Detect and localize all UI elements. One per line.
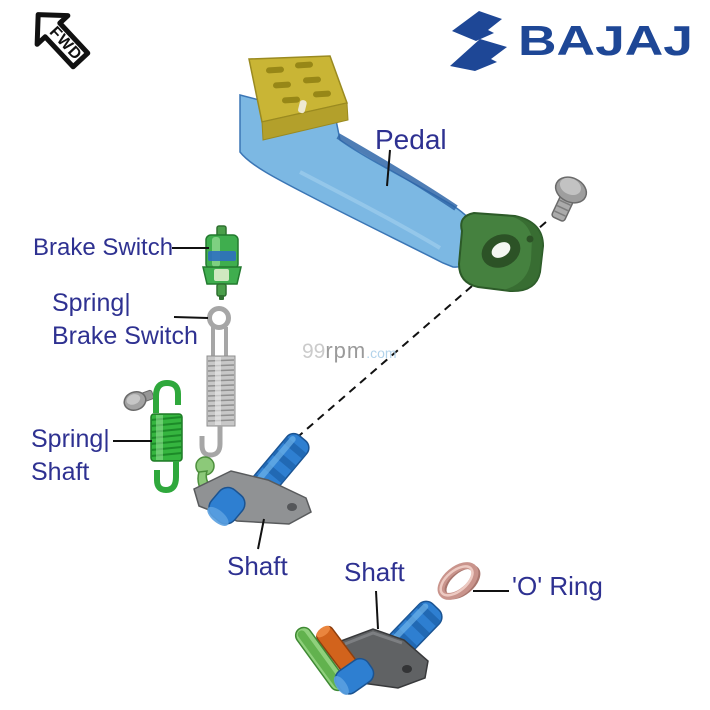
pedal-pad [248,55,349,141]
spring-shaft-label-line2: Shaft [31,458,90,486]
shaft-mid-label: Shaft [227,551,288,581]
watermark-prefix: 99 [302,340,326,363]
bajaj-wordmark: BAJAJ [518,17,693,64]
pedal-bolt [551,176,588,222]
spring-brake-switch-leader-line [173,316,209,319]
watermark-suffix: .com [366,345,397,361]
spring-bolt [123,389,155,412]
watermark-mid: rpm [325,338,367,363]
brake-switch-illustration [202,225,242,300]
brake-switch-label: Brake Switch [33,234,174,261]
shaft-mid-illustration [193,432,312,526]
bajaj-wing-icon [450,11,507,71]
spring-shaft-label: Spring| Shaft [31,423,110,489]
pedal-label: Pedal [375,124,447,155]
spring-brake-switch-label: Spring| Brake Switch [52,287,198,353]
spring-brake-switch-label-line2: Brake Switch [52,322,198,350]
o-ring-illustration [437,562,481,600]
pedal-leader-line [386,149,391,187]
bajaj-logo: BAJAJ [450,11,693,71]
shaft-bottom-label: Shaft [344,557,405,587]
shaft-bottom-leader-line [375,590,379,630]
fwd-arrow-icon: FWD [34,12,91,70]
spring-brake-switch-label-line1: Spring| [52,289,131,317]
pedal-arm-highlight [299,170,442,250]
pedal-illustration [239,55,588,293]
shaft-mid-leader-line [257,518,265,550]
leader-lines [113,149,509,630]
pedal-clamp [457,211,545,293]
pedal-arm-shadow-edge [336,133,458,211]
o-ring-label: 'O' Ring [512,571,603,601]
shaft-bottom-illustration [294,600,443,695]
shaft-spring-illustration [150,379,183,494]
spring-shaft-label-line1: Spring| [31,425,110,453]
brake-switch-spring-illustration [199,306,236,458]
